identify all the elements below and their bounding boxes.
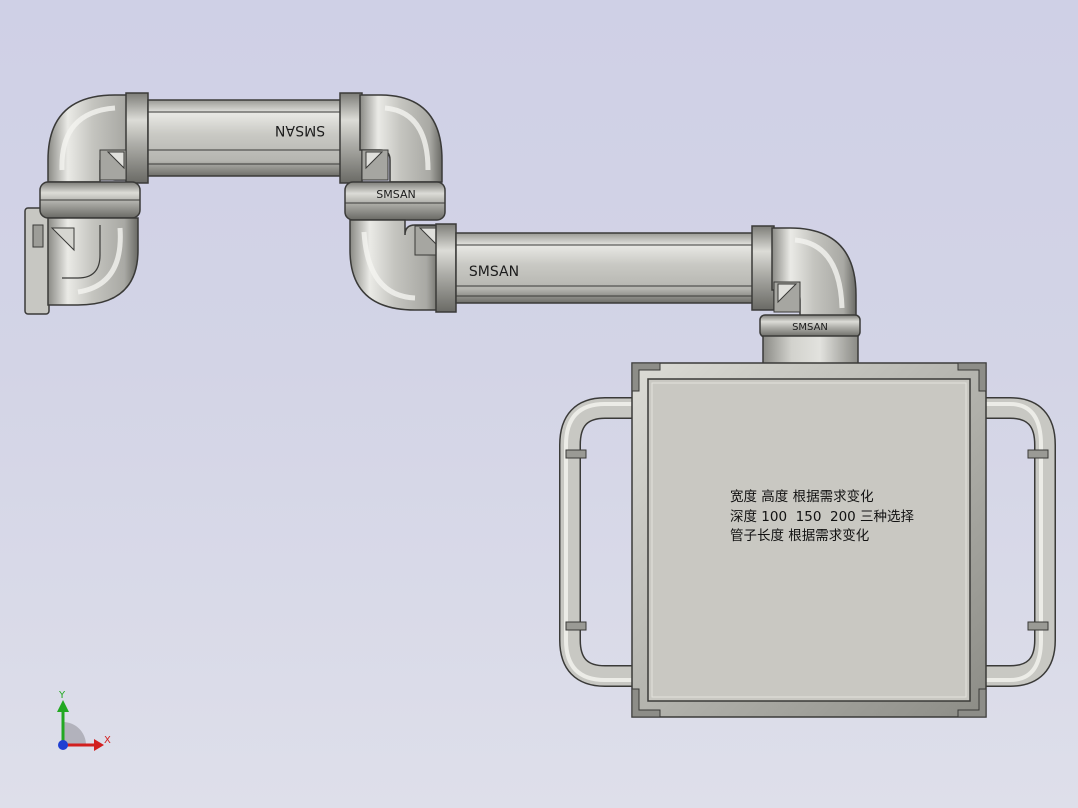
upper-left-elbow-group[interactable] xyxy=(24,92,149,315)
note-line-depth-options: 深度 100 150 200 三种选择 xyxy=(730,508,915,525)
left-handle[interactable] xyxy=(559,397,632,687)
lower-horizontal-pipe-group[interactable]: SMSAN xyxy=(455,232,755,304)
corner-bracket xyxy=(957,362,987,392)
upper-right-elbow-group[interactable]: SMSAN xyxy=(339,92,457,313)
corner-bracket xyxy=(957,688,987,718)
cabinet-dimension-note: 宽度 高度 根据需求变化 深度 100 150 200 三种选择 管子长度 根据… xyxy=(730,488,970,547)
z-axis-dot xyxy=(58,740,68,750)
wall-mount-plate[interactable] xyxy=(24,207,50,315)
upper-horizontal-pipe[interactable] xyxy=(147,99,344,177)
note-line-pipe-length: 管子长度 根据需求变化 xyxy=(730,528,870,544)
coordinate-triad[interactable]: Y X xyxy=(57,690,111,751)
upper-horizontal-pipe-group[interactable]: SMSAN xyxy=(147,99,344,177)
corner-bracket xyxy=(631,688,661,718)
cabinet-front-panel[interactable] xyxy=(647,378,971,702)
brand-label-lower-pipe: SMSAN xyxy=(469,264,519,280)
note-line-width-height: 宽度 高度 根据需求变化 xyxy=(730,489,874,505)
mount-slot xyxy=(32,224,44,248)
cabinet-box[interactable] xyxy=(631,362,987,718)
brand-label-upper-pipe: SMSAN xyxy=(275,122,325,138)
upper-left-elbow-coupler xyxy=(125,92,149,184)
y-axis-label: Y xyxy=(58,690,66,701)
brand-label-upper-joint: SMSAN xyxy=(376,188,415,201)
x-axis-label: X xyxy=(104,735,111,746)
cabinet-elbow-group[interactable]: SMSAN xyxy=(751,225,861,369)
right-handle[interactable] xyxy=(985,397,1056,687)
brand-label-cabinet-joint: SMSAN xyxy=(792,322,828,333)
corner-bracket xyxy=(631,362,661,392)
